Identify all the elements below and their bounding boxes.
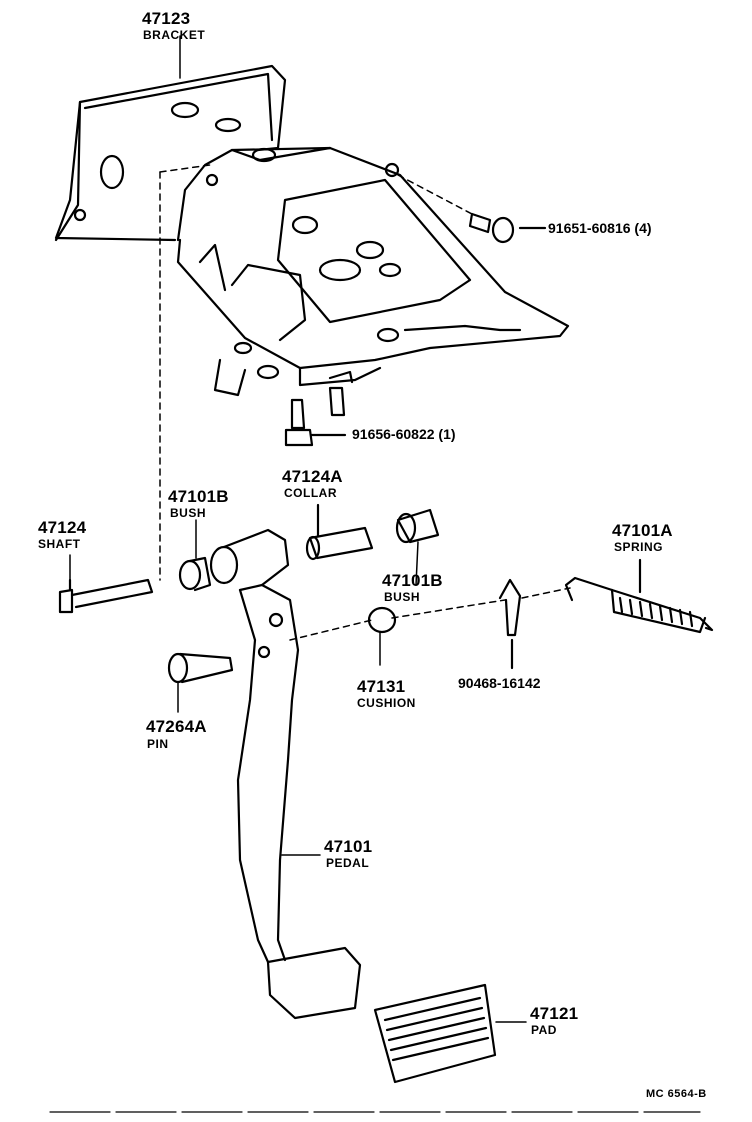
bolt-91651-drawing xyxy=(468,212,547,244)
cushion-name-label: CUSHION xyxy=(357,696,416,710)
shaft-name-label: SHAFT xyxy=(38,537,81,551)
bush-left-drawing xyxy=(178,556,212,592)
spring-number-label: 47101A xyxy=(612,521,673,540)
bracket-number-label: 47123 xyxy=(142,9,191,28)
bush-right-drawing xyxy=(395,508,440,544)
bolt-a-number-label: 91651-60816 (4) xyxy=(548,220,652,236)
collar-name-label: COLLAR xyxy=(284,486,337,500)
cushion-number-label: 47131 xyxy=(357,677,406,696)
collar-number-label: 47124A xyxy=(282,467,343,486)
bush-left-number-label: 47101B xyxy=(168,487,229,506)
pedal-drawing xyxy=(209,528,362,1020)
spring-name-label: SPRING xyxy=(614,540,664,554)
leader-lines xyxy=(69,35,527,1023)
diagram-reference-label: MC 6564-B xyxy=(646,1088,707,1100)
clip-drawing xyxy=(498,578,522,670)
pedal-name-label: PEDAL xyxy=(326,856,370,870)
bolt-91656-drawing xyxy=(284,386,347,447)
bush-left-name-label: BUSH xyxy=(170,506,207,520)
shaft-number-label: 47124 xyxy=(38,518,87,537)
pad-drawing xyxy=(373,983,497,1084)
pin-number-label: 47264A xyxy=(146,717,207,736)
bush-right-number-label: 47101B xyxy=(382,571,443,590)
shaft-47124-drawing xyxy=(58,578,154,614)
clip-number-label: 90468-16142 xyxy=(458,675,541,691)
pad-name-label: PAD xyxy=(531,1023,557,1037)
dashed-assembly-lines xyxy=(159,164,571,641)
spring-drawing xyxy=(564,558,714,634)
bracket-47123-drawing xyxy=(54,64,570,397)
bush-right-name-label: BUSH xyxy=(384,590,421,604)
bracket-name-label: BRACKET xyxy=(143,28,206,42)
bolt-b-number-label: 91656-60822 (1) xyxy=(352,426,456,442)
pad-number-label: 47121 xyxy=(530,1004,579,1023)
collar-drawing xyxy=(305,503,374,561)
pedal-number-label: 47101 xyxy=(324,837,373,856)
cushion-drawing xyxy=(367,606,397,634)
pin-name-label: PIN xyxy=(147,737,169,751)
pin-47264a-drawing xyxy=(167,652,234,684)
